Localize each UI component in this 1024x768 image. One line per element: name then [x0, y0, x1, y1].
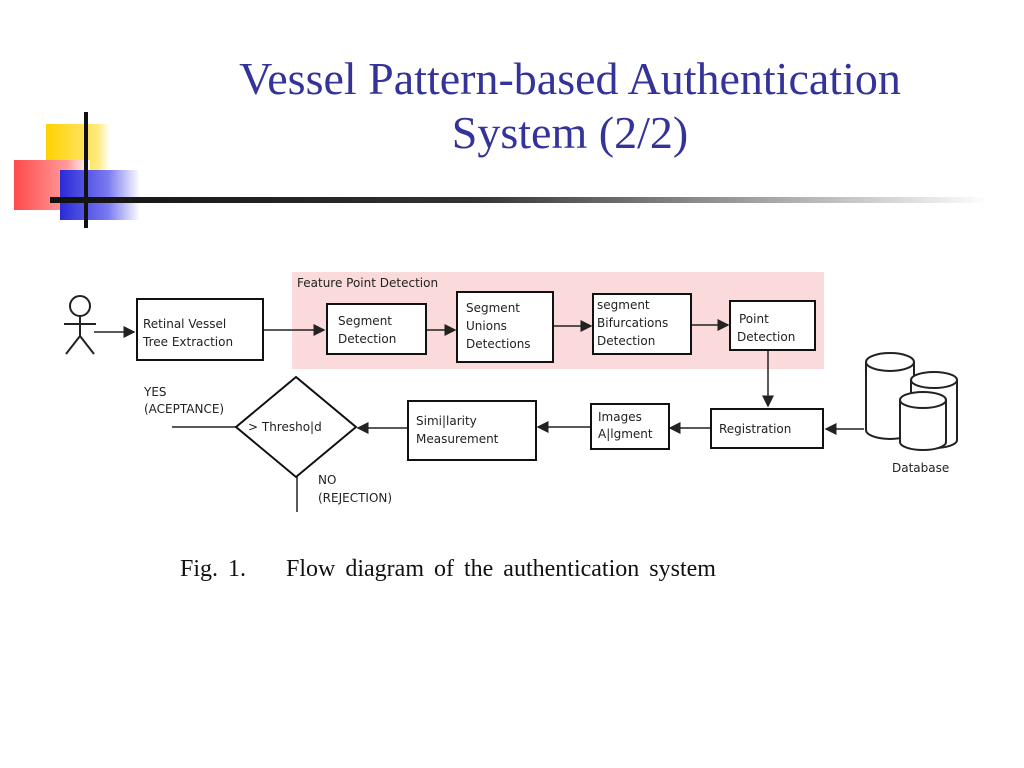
figure-caption-number: Fig. 1. [180, 556, 247, 582]
node-registration: Registration [710, 408, 824, 449]
database-icon [865, 352, 958, 451]
svg-text:Registration: Registration [719, 422, 791, 436]
svg-text:Images: Images [598, 410, 642, 424]
outcome-no-label: NO (REJECTION) [318, 473, 392, 505]
svg-text:Simi|larity: Simi|larity [416, 414, 477, 428]
node-segment-unions-detections: Segment Unions Detections [456, 291, 554, 363]
slide-logo [14, 112, 140, 228]
svg-text:segment: segment [597, 298, 650, 312]
svg-text:(ACEPTANCE): (ACEPTANCE) [144, 402, 224, 416]
svg-text:Measurement: Measurement [416, 432, 499, 446]
node-segment-bifurcations-detection: segment Bifurcations Detection [592, 293, 692, 355]
slide-title-line-2: System (2/2) [451, 107, 689, 159]
node-similarity-measurement: Simi|larity Measurement [407, 400, 537, 461]
svg-text:YES: YES [143, 385, 167, 399]
node-point-detection: Point Detection [729, 300, 816, 351]
svg-text:Segment: Segment [466, 301, 520, 315]
outcome-yes-label: YES (ACEPTANCE) [143, 385, 224, 416]
svg-text:Detection: Detection [597, 334, 655, 348]
svg-text:Tree Extraction: Tree Extraction [142, 335, 233, 349]
svg-text:Bifurcations: Bifurcations [597, 316, 668, 330]
node-images-alignment: Images A|lgment [590, 403, 670, 450]
figure-caption: Fig. 1. Flow diagram of the authenticati… [180, 556, 716, 583]
svg-text:Detections: Detections [466, 337, 531, 351]
title-divider [50, 197, 990, 203]
svg-text:Segment: Segment [338, 314, 392, 328]
svg-text:Unions: Unions [466, 319, 507, 333]
feature-point-detection-label: Feature Point Detection [297, 276, 438, 290]
database-label: Database [892, 461, 949, 475]
svg-text:Detection: Detection [737, 330, 795, 344]
node-segment-detection: Segment Detection [326, 303, 427, 355]
slide-title: Vessel Pattern-based Authentication Syst… [140, 52, 1000, 161]
node-retinal-vessel-tree-extraction: Retinal Vessel Tree Extraction [136, 298, 264, 361]
figure-caption-text: Flow diagram of the authentication syste… [286, 556, 716, 582]
svg-text:Point: Point [739, 312, 769, 326]
svg-text:NO: NO [318, 473, 336, 487]
node-threshold-decision: > Thresho|d [234, 375, 358, 479]
person-icon [64, 295, 96, 355]
svg-text:Retinal Vessel: Retinal Vessel [143, 317, 226, 331]
svg-text:A|lgment: A|lgment [598, 427, 653, 441]
svg-text:Detection: Detection [338, 332, 396, 346]
svg-text:> Thresho|d: > Thresho|d [248, 420, 322, 434]
slide-title-line-1: Vessel Pattern-based Authentication [239, 53, 901, 104]
svg-text:(REJECTION): (REJECTION) [318, 491, 392, 505]
